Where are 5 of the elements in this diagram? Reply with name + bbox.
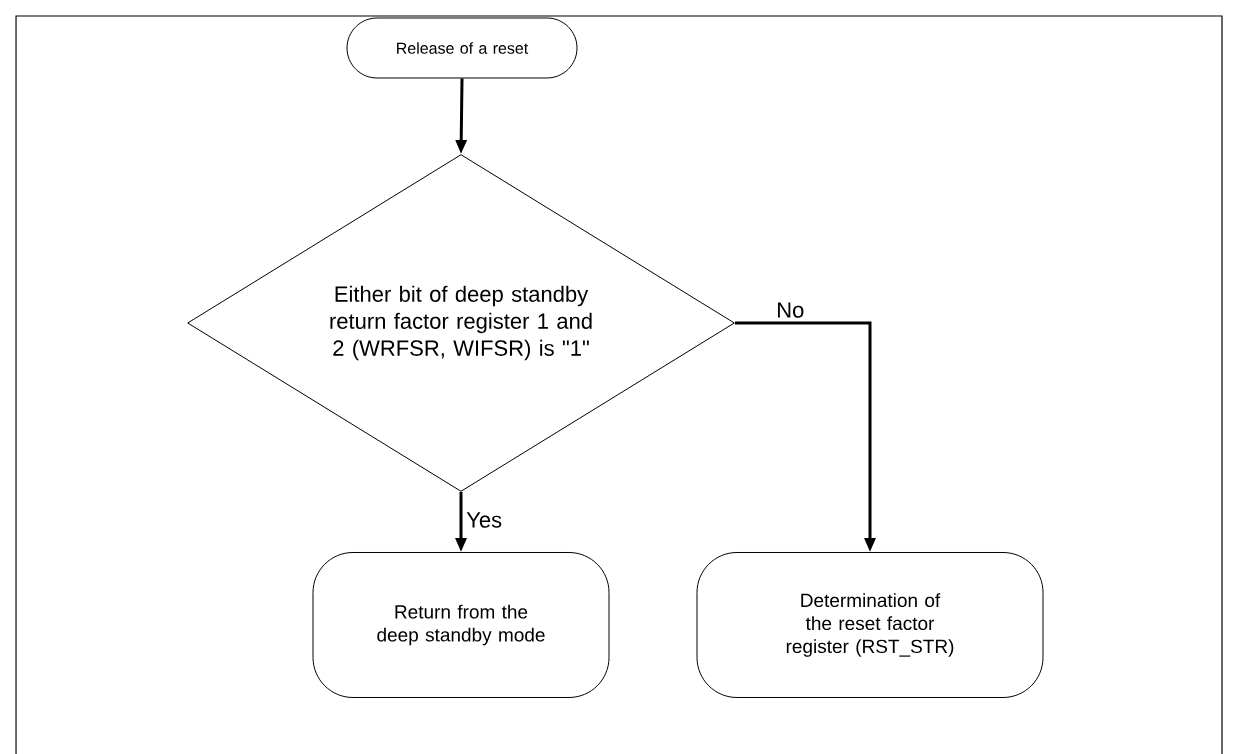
edge-label: No [775, 301, 806, 319]
terminal: Release of a reset [346, 17, 578, 79]
terminal: Determination of the reset factor register (RST_STR) [696, 552, 1044, 698]
edge-label: Yes [465, 511, 504, 529]
terminal: Return from the deep standby mode [312, 552, 610, 698]
